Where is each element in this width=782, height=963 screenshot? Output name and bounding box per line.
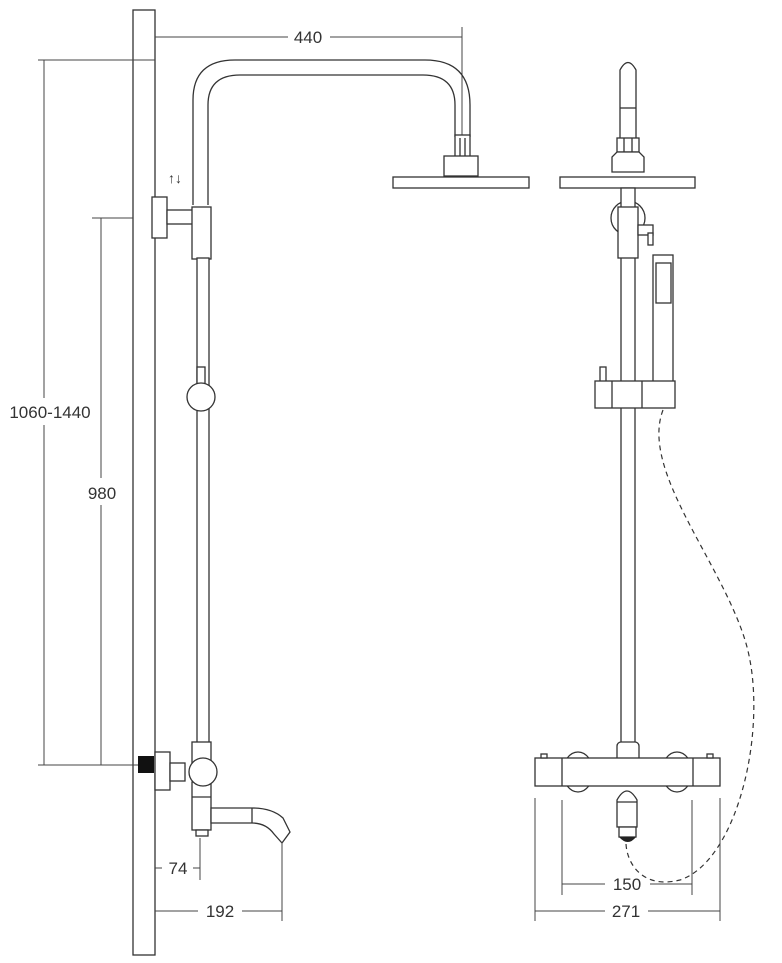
wall: [132, 9, 156, 956]
dimension-1060-1440: 1060-1440: [0, 59, 155, 766]
side-view: 440 ↑↓ 1060-1440: [0, 9, 530, 956]
dimension-980: 980: [88, 217, 133, 765]
dimension-74: 74: [155, 838, 201, 880]
riser-bar-front: [620, 187, 636, 746]
dimension-label-arm-reach: 440: [294, 28, 322, 47]
dimension-192: 192: [155, 842, 283, 921]
dimension-label-inlet-centers: 150: [613, 875, 641, 894]
bracket-front: [617, 206, 654, 259]
hand-shower: [652, 254, 674, 383]
dimension-label-spout-body-offset: 74: [169, 859, 188, 878]
slider-holder: [594, 366, 676, 409]
dimension-150: 150: [561, 800, 693, 895]
height-adjust-arrows-icon: ↑↓: [168, 170, 182, 186]
dimension-label-spout-reach: 192: [206, 902, 234, 921]
dimension-271: 271: [534, 798, 721, 921]
thermostatic-mixer: [534, 741, 721, 842]
riser-bar: [196, 257, 210, 746]
slider-knob: [186, 366, 216, 412]
shower-arm: [192, 59, 471, 205]
dimension-440: 440: [155, 27, 463, 135]
hose-dashed: [625, 409, 755, 883]
dimension-label-total-height: 1060-1440: [9, 403, 90, 422]
bath-spout: [210, 807, 291, 845]
shower-head-side: [392, 134, 530, 189]
shower-head-front: [559, 61, 696, 189]
wall-bracket: [151, 196, 212, 260]
dimension-label-mixer-width: 271: [612, 902, 640, 921]
mixer-side: [138, 741, 291, 845]
dimension-label-bracket-height: 980: [88, 484, 116, 503]
front-view: 150 271: [534, 61, 755, 921]
